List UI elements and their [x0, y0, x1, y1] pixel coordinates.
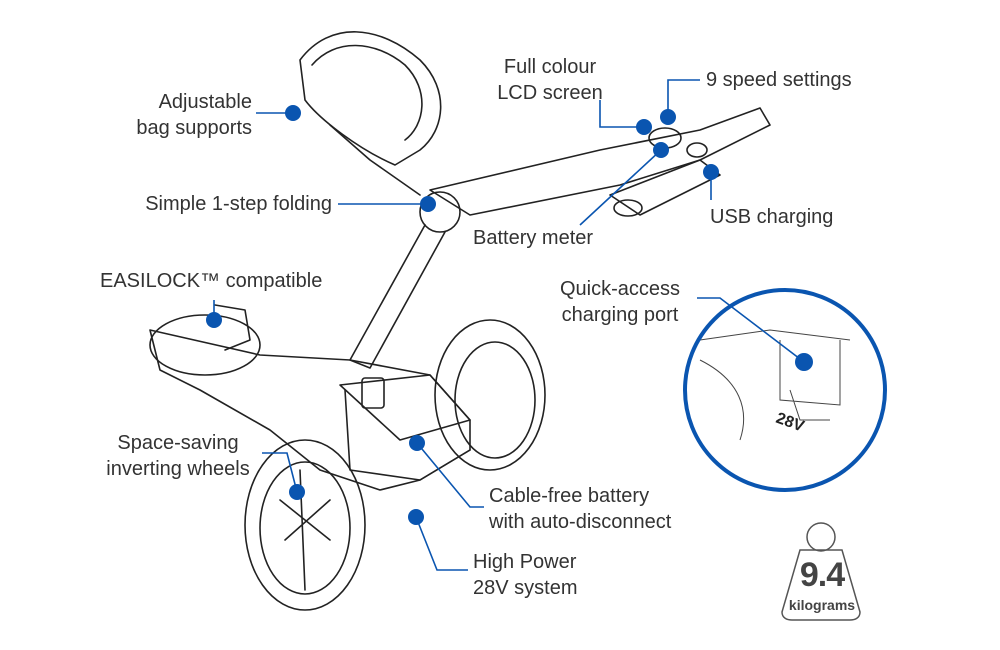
label-line: Quick-access: [559, 278, 681, 300]
label-line: Space-saving: [117, 432, 239, 454]
label-lcd: Full colour LCD screen: [480, 54, 620, 106]
label-line: Adjustable: [158, 91, 252, 113]
label-wheels: Space-saving inverting wheels: [93, 430, 263, 482]
weight-icon: [781, 522, 861, 621]
label-folding: Simple 1-step folding: [145, 193, 332, 215]
weight-unit: kilograms: [788, 597, 856, 613]
label-line: Cable-free battery: [489, 485, 650, 507]
weight-value: 9.4: [799, 556, 845, 594]
label-easilock: EASILOCK™ compatible: [100, 270, 323, 292]
label-line: inverting wheels: [106, 458, 250, 480]
label-power: High Power 28V system: [473, 549, 577, 601]
label-charging-port: Quick-access charging port: [540, 276, 700, 328]
label-line: 28V system: [473, 577, 578, 599]
label-line: LCD screen: [497, 82, 603, 104]
label-line: with auto-disconnect: [489, 511, 672, 533]
label-line: bag supports: [136, 117, 252, 139]
callout-dots: [206, 105, 813, 525]
label-battery: Cable-free battery with auto-disconnect: [489, 483, 671, 535]
label-line: Full colour: [503, 56, 597, 78]
svg-text:28V: 28V: [774, 410, 807, 436]
label-speed: 9 speed settings: [706, 69, 852, 91]
label-usb: USB charging: [710, 206, 834, 228]
label-line: High Power: [473, 551, 577, 573]
label-battery-meter: Battery meter: [473, 227, 594, 249]
charging-port-inset: [683, 288, 887, 492]
label-line: charging port: [561, 304, 679, 326]
label-bag-supports: Adjustable bag supports: [136, 89, 252, 141]
